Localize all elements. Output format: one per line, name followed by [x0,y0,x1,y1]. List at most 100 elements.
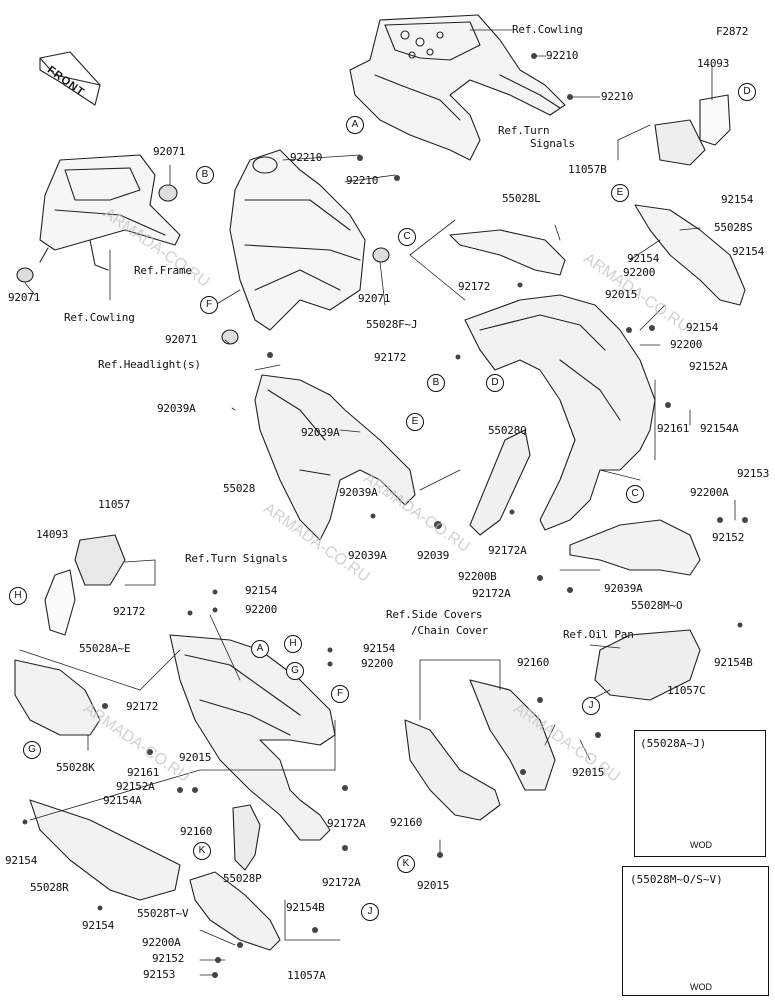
part-number-label[interactable]: 55028R [30,881,69,894]
part-number-label[interactable]: 92172 [113,605,146,618]
part-number-label[interactable]: 92172A [472,587,511,600]
part-number-label[interactable]: 92071 [358,292,391,305]
callout-e[interactable]: E [406,413,424,431]
ref-cowling-left[interactable]: Ref.Cowling [64,311,135,324]
part-number-label[interactable]: 92210 [546,49,579,62]
callout-e[interactable]: E [611,184,629,202]
part-number-label[interactable]: 92172A [327,817,366,830]
ref-side-covers-line2[interactable]: /Chain Cover [411,624,489,637]
part-number-label[interactable]: 92161 [127,766,160,779]
part-number-label[interactable]: 92200A [142,936,181,949]
part-number-label[interactable]: 92154B [286,901,325,914]
part-number-label[interactable]: 92071 [153,145,186,158]
part-number-label[interactable]: 92172A [488,544,527,557]
ref-side-covers-line1[interactable]: Ref.Side Covers [386,608,483,621]
part-number-label[interactable]: 92039A [157,402,196,415]
part-number-label[interactable]: 14093 [36,528,69,541]
callout-c[interactable]: C [398,228,416,246]
part-number-label[interactable]: 55028K [56,761,95,774]
part-number-label[interactable]: 92154 [82,919,115,932]
callout-f[interactable]: F [331,685,349,703]
part-number-label[interactable]: 92160 [517,656,550,669]
part-number-label[interactable]: 92154 [721,193,754,206]
part-number-label[interactable]: 92152A [689,360,728,373]
part-number-label[interactable]: 92153 [737,467,770,480]
callout-b[interactable]: B [196,166,214,184]
callout-j[interactable]: J [361,903,379,921]
part-number-label[interactable]: 55028S [714,221,753,234]
part-number-label[interactable]: 55028 [223,482,256,495]
ref-oil-pan[interactable]: Ref.Oil Pan [563,628,634,641]
part-number-label[interactable]: 92200A [690,486,729,499]
part-number-label[interactable]: 11057A [287,969,326,982]
callout-d[interactable]: D [486,374,504,392]
callout-f[interactable]: F [200,296,218,314]
part-number-label[interactable]: 55028F~J [366,318,418,331]
part-number-label[interactable]: 92154 [686,321,719,334]
callout-b[interactable]: B [427,374,445,392]
part-number-label[interactable]: 92152A [116,780,155,793]
callout-j[interactable]: J [582,697,600,715]
part-number-label[interactable]: 92172 [374,351,407,364]
part-number-label[interactable]: 92152 [152,952,185,965]
part-number-label[interactable]: 92160 [390,816,423,829]
part-number-label[interactable]: 92161 [657,422,690,435]
part-number-label[interactable]: 92210 [290,151,323,164]
part-number-label[interactable]: 55028T~V [137,907,189,920]
part-number-label[interactable]: 11057B [568,163,607,176]
part-number-label[interactable]: 92039A [348,549,387,562]
part-number-label[interactable]: 92154 [627,252,660,265]
part-number-label[interactable]: 55028Q [488,424,527,437]
part-number-label[interactable]: 92172 [458,280,491,293]
part-number-label[interactable]: 92160 [180,825,213,838]
ref-turn-signals-mid[interactable]: Ref.Turn Signals [185,552,288,565]
callout-k[interactable]: K [397,855,415,873]
callout-k[interactable]: K [193,842,211,860]
ref-frame[interactable]: Ref.Frame [134,264,192,277]
part-number-label[interactable]: 92154A [103,794,142,807]
ref-cowling-top[interactable]: Ref.Cowling [512,23,583,36]
callout-a[interactable]: A [251,640,269,658]
callout-c[interactable]: C [626,485,644,503]
part-number-label[interactable]: 92152 [712,531,745,544]
part-number-label[interactable]: 92039A [301,426,340,439]
part-number-label[interactable]: 92153 [143,968,176,981]
part-number-label[interactable]: 92015 [572,766,605,779]
callout-a[interactable]: A [346,116,364,134]
part-number-label[interactable]: 92200 [245,603,278,616]
part-number-label[interactable]: 92154 [732,245,765,258]
part-number-label[interactable]: 92210 [601,90,634,103]
part-number-label[interactable]: 92039A [604,582,643,595]
part-number-label[interactable]: 92039A [339,486,378,499]
ref-turn-signals-top-line2[interactable]: Signals [530,137,575,150]
part-number-label[interactable]: 55028L [502,192,541,205]
part-number-label[interactable]: 92200 [623,266,656,279]
part-number-label[interactable]: 92154 [5,854,38,867]
part-number-label[interactable]: 92172A [322,876,361,889]
part-number-label[interactable]: 14093 [697,57,730,70]
callout-g[interactable]: G [286,662,304,680]
part-number-label[interactable]: 92015 [179,751,212,764]
part-number-label[interactable]: 11057 [98,498,131,511]
part-number-label[interactable]: 92200B [458,570,497,583]
ref-headlight[interactable]: Ref.Headlight(s) [98,358,201,371]
part-number-label[interactable]: 92154 [245,584,278,597]
callout-d[interactable]: D [738,83,756,101]
part-number-label[interactable]: 55028M~O [631,599,683,612]
part-number-label[interactable]: 92172 [126,700,159,713]
part-number-label[interactable]: 55028A~E [79,642,131,655]
part-number-label[interactable]: 92154 [363,642,396,655]
part-number-label[interactable]: 92200 [361,657,394,670]
ref-turn-signals-top-line1[interactable]: Ref.Turn [498,124,550,137]
part-number-label[interactable]: 92154A [700,422,739,435]
callout-h[interactable]: H [9,587,27,605]
part-number-label[interactable]: 92071 [8,291,41,304]
part-number-label[interactable]: 55028P [223,872,262,885]
part-number-label[interactable]: 92071 [165,333,198,346]
part-number-label[interactable]: 92015 [605,288,638,301]
part-number-label[interactable]: 11057C [667,684,706,697]
callout-g[interactable]: G [23,741,41,759]
part-number-label[interactable]: 92039 [417,549,450,562]
part-number-label[interactable]: 92210 [346,174,379,187]
callout-h[interactable]: H [284,635,302,653]
